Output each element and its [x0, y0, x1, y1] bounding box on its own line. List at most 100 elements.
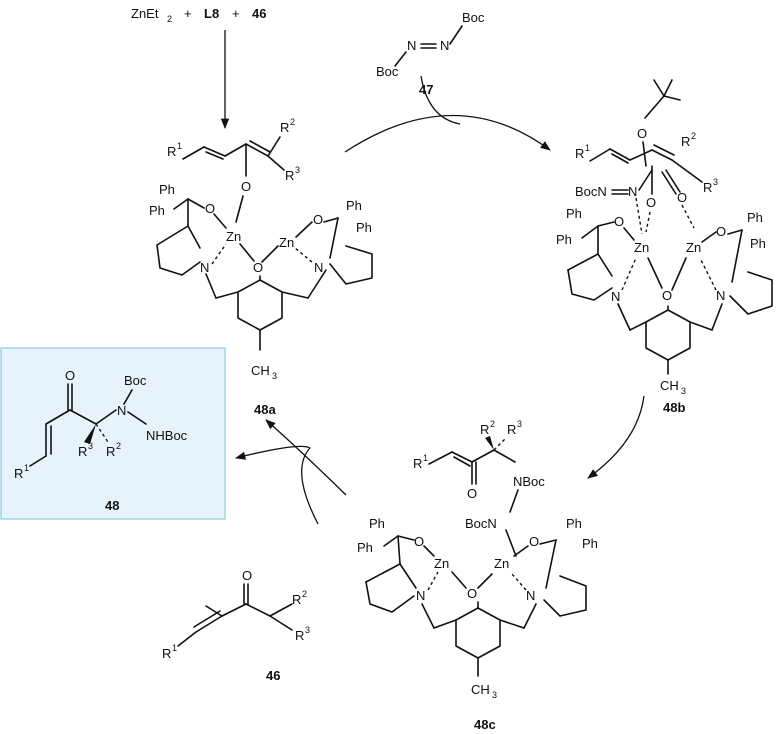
svg-text:1: 1 [172, 643, 177, 653]
azo-boc-bottom: Boc [376, 64, 399, 79]
48c-o2: O [529, 534, 539, 549]
48b-n2: N [716, 288, 725, 303]
48b-zn1: Zn [634, 240, 649, 255]
48b-n: N [628, 184, 637, 199]
48b-ph3: Ph [747, 210, 763, 225]
arrow-48a-to-48b [344, 114, 551, 153]
svg-text:3: 3 [272, 371, 277, 381]
product-highlight-box [0, 347, 226, 520]
48b-r2: R [681, 134, 690, 149]
label-48b: 48b [663, 400, 685, 415]
ligand-label: L8 [204, 6, 219, 21]
arrow-48c-to-48a [265, 419, 347, 496]
48a-r1: R [167, 144, 176, 159]
48b-ester-o: O [637, 126, 647, 141]
azo-n-right: N [440, 38, 449, 53]
48a-ph3: Ph [346, 198, 362, 213]
48c-ph4: Ph [582, 536, 598, 551]
azodicarboxylate-47: Boc N N Boc 47 [376, 10, 485, 97]
48b-enol-o: O [646, 195, 656, 210]
label-48a: 48a [254, 402, 276, 417]
svg-text:2: 2 [116, 441, 121, 451]
48b-ch3: CH [660, 378, 679, 393]
svg-text:2: 2 [490, 419, 495, 429]
svg-text:3: 3 [517, 419, 522, 429]
svg-text:3: 3 [305, 625, 310, 635]
product-n: N [117, 403, 126, 418]
arrow-product-release [234, 445, 319, 525]
reagents-line: ZnEt 2 + L8 + 46 [131, 6, 266, 24]
label-46: 46 [266, 668, 280, 683]
48c-ph3: Ph [566, 516, 582, 531]
svg-text:1: 1 [423, 453, 428, 463]
48a-ph1: Ph [159, 182, 175, 197]
product-r1: R [14, 466, 23, 481]
svg-text:3: 3 [713, 177, 718, 187]
48a-enol-o: O [241, 179, 251, 194]
48b-o1: O [614, 214, 624, 229]
48c-o1: O [414, 534, 424, 549]
svg-text:2: 2 [302, 589, 307, 599]
product-48-box: O R 1 N Boc NHBoc R 3 R 2 48 [0, 347, 226, 520]
product-boc: Boc [124, 373, 147, 388]
regen-r3: R [295, 628, 304, 643]
48c-bocn: BocN [465, 516, 497, 531]
svg-text:3: 3 [295, 165, 300, 175]
48c-n1: N [416, 588, 425, 603]
plus-sign-2: + [232, 6, 240, 21]
48a-bridge-o: O [253, 260, 263, 275]
48a-ch3: CH [251, 363, 270, 378]
label-48: 48 [105, 498, 119, 513]
48a-ph4: Ph [356, 220, 372, 235]
svg-text:1: 1 [24, 463, 29, 473]
complex-48b: O R 1 R 2 R 3 O O BocN N Ph Ph O Zn [556, 79, 773, 415]
azo-boc-top: Boc [462, 10, 485, 25]
azo-n-left: N [407, 38, 416, 53]
48b-ph4: Ph [750, 236, 766, 251]
complex-48a: R 1 R 2 R 3 O Ph Ph O Zn N O Zn [149, 117, 373, 417]
48a-n1: N [200, 260, 209, 275]
48c-bridge-o: O [467, 586, 477, 601]
plus-sign-1: + [184, 6, 192, 21]
svg-text:2: 2 [290, 117, 295, 127]
48b-zn2: Zn [686, 240, 701, 255]
48c-ph1: Ph [369, 516, 385, 531]
48c-zn1: Zn [434, 556, 449, 571]
product-r2: R [106, 444, 115, 459]
label-48c: 48c [474, 717, 496, 732]
arrow-48b-to-48c [587, 395, 645, 479]
product-nhboc: NHBoc [146, 428, 188, 443]
48a-o2: O [313, 212, 323, 227]
48b-o2: O [716, 224, 726, 239]
48b-r3: R [703, 180, 712, 195]
zinc-reagent-subscript: 2 [167, 14, 172, 24]
48a-zn1: Zn [226, 229, 241, 244]
48a-r2: R [280, 120, 289, 135]
svg-text:3: 3 [88, 441, 93, 451]
48b-r1: R [575, 146, 584, 161]
48a-r3: R [285, 168, 294, 183]
48b-n1: N [611, 289, 620, 304]
regen-r1: R [162, 646, 171, 661]
48a-zn2: Zn [279, 235, 294, 250]
svg-text:1: 1 [585, 143, 590, 153]
regenerated-substrate-46: O R 1 R 2 R 3 46 [162, 568, 310, 683]
svg-text:2: 2 [691, 131, 696, 141]
48b-ph1: Ph [566, 206, 582, 221]
48c-ch3: CH [471, 682, 490, 697]
regen-ketone-o: O [242, 568, 252, 583]
48c-n2: N [526, 588, 535, 603]
48c-ketone-o: O [467, 486, 477, 501]
48c-r3: R [507, 422, 516, 437]
regen-r2: R [292, 592, 301, 607]
product-ketone-o: O [65, 368, 75, 383]
48b-bridge-o: O [662, 288, 672, 303]
svg-text:1: 1 [177, 141, 182, 151]
48c-r2: R [480, 422, 489, 437]
svg-text:3: 3 [492, 690, 497, 700]
product-r3: R [78, 444, 87, 459]
48a-n2: N [314, 260, 323, 275]
48a-o1: O [205, 201, 215, 216]
48a-ph2: Ph [149, 203, 165, 218]
